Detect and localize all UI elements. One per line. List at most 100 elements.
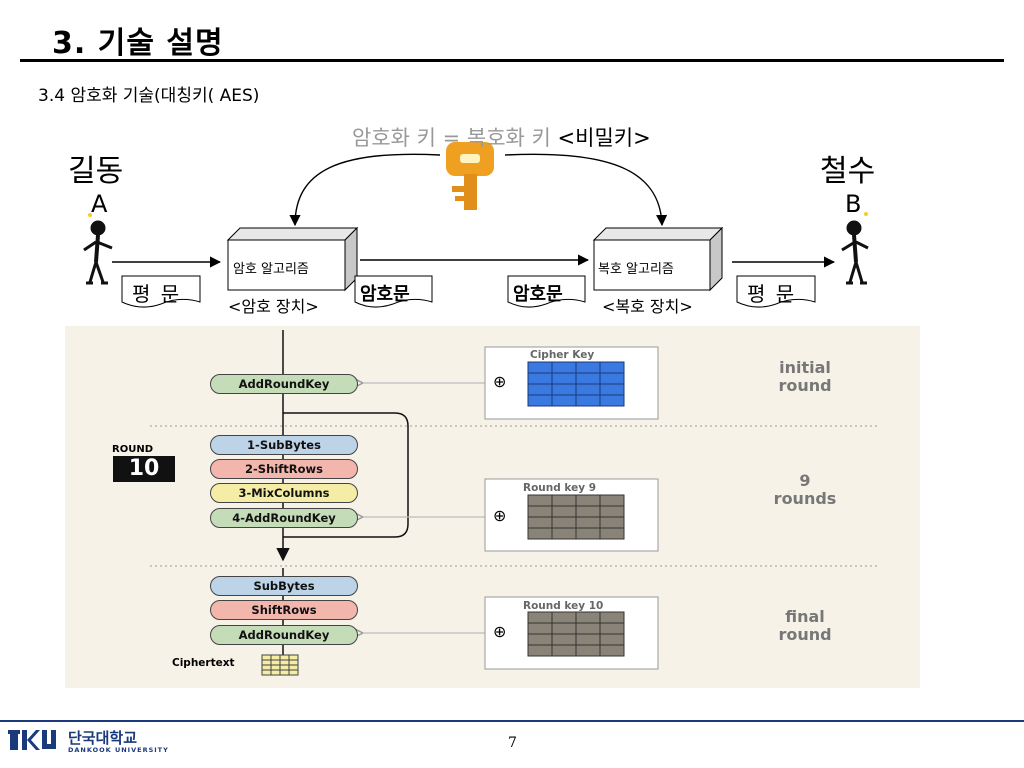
key-arrow-to-encrypt	[289, 153, 441, 227]
sender-name: 길동	[68, 154, 124, 189]
key-byte-cell	[527, 494, 553, 507]
key-byte-cell	[527, 527, 553, 540]
key-byte-cell	[261, 664, 272, 671]
xor-icon: ⊕	[493, 506, 507, 525]
encrypt-box-label: 암호 알고리즘	[233, 262, 309, 277]
key-byte-cell	[575, 394, 601, 407]
round-loop-line	[283, 412, 409, 538]
key-byte-cell	[527, 644, 553, 657]
key-byte-cell	[527, 361, 553, 374]
final-round-line-1: final	[785, 607, 825, 626]
key-arrow-to-decrypt	[504, 153, 668, 227]
key-byte-cell	[599, 394, 625, 407]
key-byte-cell	[527, 372, 553, 385]
step-mixcolumns: 3-MixColumns	[210, 483, 358, 503]
key-byte-cell	[575, 622, 601, 635]
key-byte-cell	[575, 516, 601, 529]
key-byte-cell	[270, 664, 281, 671]
ciphertext-label: Ciphertext	[172, 657, 235, 669]
key-byte-cell	[279, 654, 290, 661]
final-round-label: final round	[745, 608, 865, 644]
key-byte-cell	[270, 659, 281, 666]
key-byte-cell	[527, 516, 553, 529]
key-byte-cell	[279, 664, 290, 671]
key-equation-label: 암호화 키 = 복호화 키 <비밀키>	[352, 122, 651, 152]
round-key-9-grid	[527, 494, 625, 540]
main-rounds-label: 9 rounds	[745, 472, 865, 508]
page-number: 7	[508, 735, 517, 751]
key-icon	[446, 142, 494, 210]
round-key-10-box	[484, 596, 659, 670]
decrypt-box	[592, 226, 724, 292]
initial-round-label: initial round	[745, 359, 865, 395]
encrypt-device-label: <암호 장치>	[228, 297, 319, 316]
key-byte-cell	[279, 669, 290, 676]
step-subbytes: 1-SubBytes	[210, 435, 358, 455]
key-byte-cell	[575, 361, 601, 374]
key-byte-cell	[527, 622, 553, 635]
cipher-key-label: Cipher Key	[530, 349, 595, 361]
receiver-letter: B	[845, 190, 862, 218]
step-shiftrows: 2-ShiftRows	[210, 459, 358, 479]
key-byte-cell	[551, 622, 577, 635]
xor-icon: ⊕	[493, 622, 507, 641]
key-byte-cell	[599, 372, 625, 385]
key-byte-cell	[261, 659, 272, 666]
ciphertext-right-doc	[507, 275, 586, 308]
title-divider	[20, 59, 1004, 62]
key-byte-cell	[527, 505, 553, 518]
final-step-subbytes: SubBytes	[210, 576, 358, 596]
main-rounds-line-2: rounds	[773, 489, 837, 508]
initial-round-line-2: round	[778, 376, 832, 395]
key-byte-cell	[527, 383, 553, 396]
ciphertext-left-doc	[354, 275, 433, 308]
key-byte-cell	[527, 633, 553, 646]
key-byte-cell	[551, 394, 577, 407]
key-byte-cell	[279, 659, 290, 666]
decrypt-box-label: 복호 알고리즘	[598, 262, 674, 277]
plaintext-left-label: 평 문	[132, 282, 182, 306]
key-byte-cell	[599, 505, 625, 518]
final-round-line-2: round	[778, 625, 832, 644]
round-badge-number: 10	[113, 456, 175, 482]
key-byte-cell	[551, 361, 577, 374]
key-byte-cell	[575, 611, 601, 624]
key-byte-cell	[599, 527, 625, 540]
ciphertext-right-label: 암호문	[513, 284, 563, 305]
key-byte-cell	[575, 383, 601, 396]
key-byte-cell	[599, 516, 625, 529]
plaintext-left-doc	[121, 275, 201, 308]
main-rounds-line-1: 9	[799, 471, 811, 490]
key-byte-cell	[551, 494, 577, 507]
ciphertext-grid	[261, 654, 299, 676]
key-byte-cell	[599, 611, 625, 624]
key-byte-cell	[575, 372, 601, 385]
key-byte-cell	[575, 644, 601, 657]
key-byte-cell	[599, 633, 625, 646]
key-byte-cell	[288, 664, 299, 671]
key-byte-cell	[288, 654, 299, 661]
ciphertext-left-label: 암호문	[360, 284, 410, 305]
key-byte-cell	[575, 527, 601, 540]
key-byte-cell	[261, 669, 272, 676]
section-subtitle: 3.4 암호화 기술(대칭키( AES)	[38, 86, 260, 106]
plaintext-right-label: 평 문	[747, 282, 797, 306]
person-b-icon	[841, 212, 869, 285]
aes-flow-diagram	[150, 330, 880, 676]
key-byte-cell	[270, 669, 281, 676]
round-key-10-grid	[527, 611, 625, 657]
key-byte-cell	[551, 372, 577, 385]
key-byte-cell	[599, 622, 625, 635]
key-byte-cell	[551, 611, 577, 624]
round-key-10-label: Round key 10	[523, 600, 604, 612]
key-byte-cell	[551, 505, 577, 518]
key-byte-cell	[599, 494, 625, 507]
footer-divider	[0, 720, 1024, 722]
key-byte-cell	[599, 383, 625, 396]
step-addroundkey: 4-AddRoundKey	[210, 508, 358, 528]
initial-addroundkey-step: AddRoundKey	[210, 374, 358, 394]
secret-key-text: <비밀키>	[557, 126, 651, 150]
key-byte-cell	[575, 494, 601, 507]
key-byte-cell	[551, 527, 577, 540]
key-byte-cell	[261, 654, 272, 661]
